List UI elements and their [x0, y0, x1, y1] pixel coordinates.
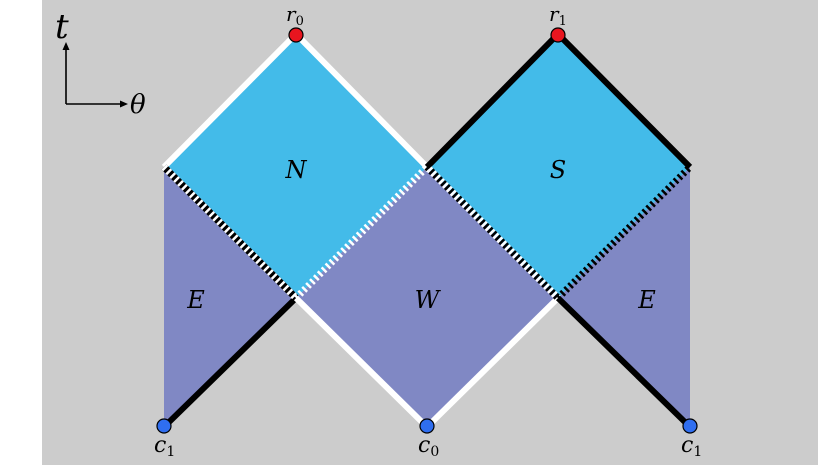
t-axis-label: t	[55, 7, 69, 47]
point-c1-right	[682, 418, 698, 434]
region-label-n: N	[285, 156, 308, 184]
edge-white-n-upper-right	[293, 31, 430, 170]
region-label-e-left: E	[186, 286, 205, 314]
edge-black-lower-left	[161, 295, 299, 430]
region-label-e-right: E	[637, 286, 656, 314]
label-c1-right: c1	[681, 433, 702, 460]
edge-dashed-w-s-black	[424, 164, 561, 301]
edge-black-s-upper-left	[424, 31, 561, 170]
edge-dashed-left-ticks	[161, 164, 299, 301]
axes-indicator: t θ	[55, 7, 146, 120]
edge-dashed-w-s-white	[424, 164, 561, 301]
region-e-left	[164, 167, 296, 427]
point-r0	[288, 27, 304, 43]
solid-edges	[161, 31, 693, 430]
point-c0	[419, 418, 435, 434]
region-e-right	[558, 167, 690, 427]
region-label-s: S	[550, 156, 566, 184]
point-r1	[550, 27, 566, 43]
edge-dashed-n-w	[293, 164, 430, 301]
label-r1: r1	[549, 2, 567, 29]
theta-axis-label: θ	[130, 90, 146, 120]
label-c0: c0	[418, 433, 439, 460]
edge-white-n-upper-left	[161, 31, 299, 170]
edge-black-s-upper-right	[555, 31, 693, 170]
edge-black-lower-right	[555, 295, 693, 430]
dashed-edges	[161, 164, 693, 301]
label-c1-left: c1	[154, 433, 175, 460]
edge-white-w-lower-left	[293, 295, 430, 430]
label-r0: r0	[286, 2, 304, 29]
point-c1-left	[156, 418, 172, 434]
edge-dashed-s-e	[555, 164, 693, 301]
edge-white-w-lower-right	[424, 295, 561, 430]
t-arrowhead	[62, 42, 70, 50]
region-label-w: W	[415, 286, 442, 314]
theta-arrowhead	[120, 100, 128, 108]
